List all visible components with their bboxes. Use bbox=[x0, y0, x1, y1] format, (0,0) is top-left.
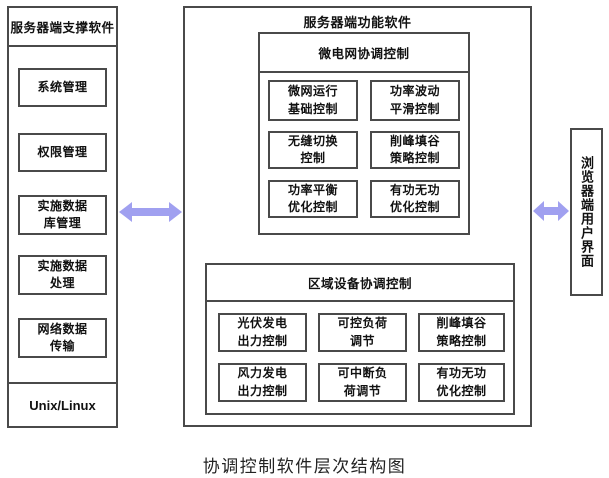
function-software-title: 服务器端功能软件 bbox=[303, 14, 412, 30]
power-fluctuation-smoothing-control-box: 功率波动 平滑控制 bbox=[370, 80, 460, 121]
support-software-panel: 服务器端支撑软件 系统管理 权限管理 实施数据 库管理 实施数据 处理 网络数据… bbox=[7, 6, 118, 428]
system-management-box: 系统管理 bbox=[18, 68, 107, 107]
left-bidirectional-arrow bbox=[119, 202, 182, 222]
peak-shaving-strategy-control-box2: 削峰填谷 策略控制 bbox=[418, 313, 505, 352]
function-software-panel: 服务器端功能软件 微电网协调控制 微网运行 基础控制 功率波动 平滑控制 无缝切… bbox=[183, 6, 532, 427]
peak-shaving-strategy-control-box: 削峰填谷 策略控制 bbox=[370, 131, 460, 169]
regional-device-coordination-title: 区域设备协调控制 bbox=[207, 265, 513, 302]
network-data-transmission-box: 网络数据 传输 bbox=[18, 318, 107, 358]
power-balance-optimization-control-box: 功率平衡 优化控制 bbox=[268, 180, 358, 218]
microgrid-coordination-title: 微电网协调控制 bbox=[260, 34, 468, 73]
os-divider-line bbox=[9, 382, 116, 384]
browser-ui-box: 浏览器端用户界面 bbox=[570, 128, 603, 296]
active-reactive-power-optimization-control-box2: 有功无功 优化控制 bbox=[418, 363, 505, 402]
regional-device-coordination-group: 区域设备协调控制 光伏发电 出力控制 可控负荷 调节 削峰填谷 策略控制 风力发… bbox=[205, 263, 515, 415]
permission-management-box: 权限管理 bbox=[18, 133, 107, 172]
diagram-caption: 协调控制软件层次结构图 bbox=[202, 457, 407, 476]
browser-ui-label: 浏览器端用户界面 bbox=[579, 156, 594, 268]
interruptible-load-regulation-box: 可中断负 荷调节 bbox=[318, 363, 407, 402]
unix-linux-label: Unix/Linux bbox=[29, 397, 96, 413]
active-reactive-power-optimization-control-box: 有功无功 优化控制 bbox=[370, 180, 460, 218]
seamless-switching-control-box: 无缝切换 控制 bbox=[268, 131, 358, 169]
microgrid-coordination-group: 微电网协调控制 微网运行 基础控制 功率波动 平滑控制 无缝切换 控制 削峰填谷… bbox=[258, 32, 470, 235]
right-bidirectional-arrow bbox=[533, 201, 569, 221]
pv-generation-output-control-box: 光伏发电 出力控制 bbox=[218, 313, 307, 352]
realtime-database-management-box: 实施数据 库管理 bbox=[18, 195, 107, 235]
microgrid-basic-operation-control-box: 微网运行 基础控制 bbox=[268, 80, 358, 121]
support-software-title: 服务器端支撑软件 bbox=[9, 8, 116, 47]
realtime-data-processing-box: 实施数据 处理 bbox=[18, 255, 107, 295]
wind-generation-output-control-box: 风力发电 出力控制 bbox=[218, 363, 307, 402]
controllable-load-regulation-box: 可控负荷 调节 bbox=[318, 313, 407, 352]
